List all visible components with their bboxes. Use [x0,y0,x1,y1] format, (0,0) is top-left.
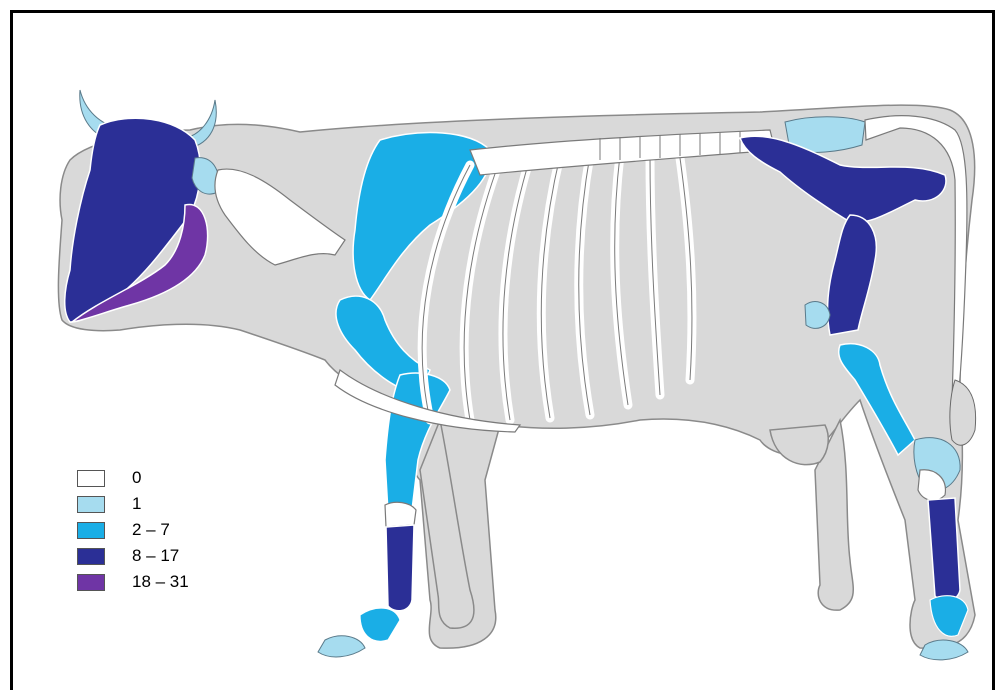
legend-label: 2 – 7 [132,520,170,540]
legend-label: 18 – 31 [132,572,189,592]
legend-label: 1 [132,494,141,514]
patella [805,302,830,329]
fore-carpals [385,502,416,527]
legend-item: 1 [77,491,189,517]
legend-label: 0 [132,468,141,488]
legend-swatch [77,574,105,591]
legend-swatch [77,496,105,513]
legend-item: 8 – 17 [77,543,189,569]
legend-swatch [77,522,105,539]
legend-swatch [77,548,105,565]
fore-phalanges [360,608,400,641]
legend-label: 8 – 17 [132,546,179,566]
tail-switch [950,380,976,445]
legend-item: 0 [77,465,189,491]
legend-item: 18 – 31 [77,569,189,595]
fore-hoof-bones [318,636,365,657]
legend: 0 1 2 – 7 8 – 17 18 – 31 [77,465,189,595]
fore-metacarpal [386,525,414,611]
legend-item: 2 – 7 [77,517,189,543]
udder [770,425,828,465]
legend-swatch [77,470,105,487]
